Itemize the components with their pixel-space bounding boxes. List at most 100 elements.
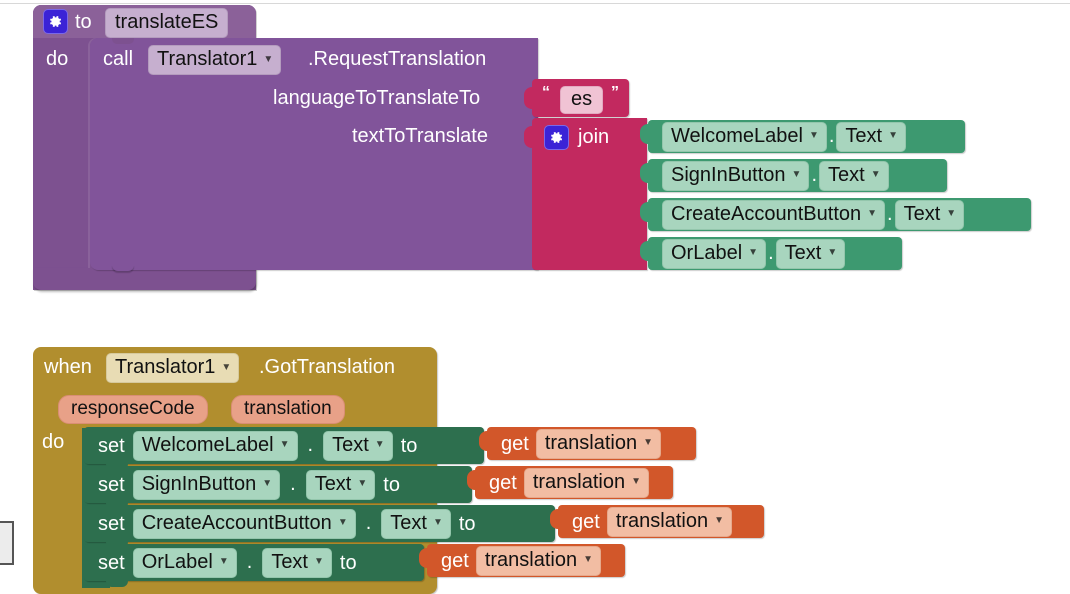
- get-variable-dropdown[interactable]: translation ▼: [606, 506, 732, 537]
- procedure-name-field[interactable]: translateES: [105, 8, 229, 38]
- set-property-dropdown[interactable]: Text ▼: [262, 547, 332, 578]
- set-dot: .: [290, 473, 296, 495]
- chevron-down-icon: ▼: [262, 478, 273, 489]
- left-panel-edge[interactable]: [0, 521, 14, 565]
- chevron-down-icon: ▼: [643, 437, 653, 448]
- arg-label-languageToTranslateTo: languageToTranslateTo: [273, 87, 481, 109]
- variable-getter-block[interactable]: get translation ▼: [475, 466, 673, 499]
- set-to-label: to: [400, 434, 418, 457]
- getter-property-dropdown[interactable]: Text ▼: [775, 238, 846, 269]
- component-getter-block[interactable]: OrLabel ▼ . Text ▼: [648, 237, 902, 270]
- event-param-translation[interactable]: translation: [231, 395, 345, 424]
- component-getter-block[interactable]: CreateAccountButton ▼ . Text ▼: [648, 198, 1031, 231]
- arg-label-textToTranslate: textToTranslate: [352, 125, 488, 147]
- set-property-block[interactable]: set SignInButton ▼ . Text ▼ to: [84, 466, 472, 503]
- chevron-down-icon: ▼: [827, 247, 838, 258]
- set-property-name: Text: [390, 511, 427, 534]
- set-component-dropdown[interactable]: SignInButton ▼: [132, 469, 281, 500]
- set-component-name: OrLabel: [141, 550, 213, 573]
- getter-component-dropdown[interactable]: WelcomeLabel ▼: [662, 121, 827, 152]
- getter-property-name: Text: [828, 163, 865, 186]
- chevron-down-icon: ▼: [808, 130, 819, 141]
- getter-component-dropdown[interactable]: OrLabel ▼: [662, 238, 767, 269]
- get-variable-dropdown[interactable]: translation ▼: [475, 545, 601, 576]
- event-when-label: when: [44, 356, 92, 378]
- canvas-top-divider: [0, 3, 1070, 4]
- get-label: get: [489, 471, 517, 494]
- chevron-down-icon: ▼: [357, 478, 368, 489]
- set-to-label: to: [339, 551, 357, 574]
- call-label: call: [103, 48, 134, 70]
- get-label: get: [572, 510, 600, 533]
- set-label: set: [98, 434, 125, 457]
- set-property-block[interactable]: set CreateAccountButton ▼ . Text ▼ to: [84, 505, 555, 542]
- variable-getter-block[interactable]: get translation ▼: [487, 427, 696, 460]
- getter-dot: .: [887, 203, 893, 225]
- set-property-name: Text: [314, 472, 352, 495]
- getter-component-name: CreateAccountButton: [671, 202, 862, 225]
- join-label: join: [578, 126, 610, 148]
- chevron-down-icon: ▼: [218, 556, 229, 567]
- text-string-block[interactable]: “ es ”: [532, 79, 629, 117]
- chevron-down-icon: ▼: [279, 439, 290, 450]
- getter-component-name: WelcomeLabel: [671, 124, 803, 147]
- set-property-block[interactable]: set OrLabel ▼ . Text ▼ to: [84, 544, 424, 581]
- getter-property-name: Text: [903, 202, 941, 225]
- getter-property-dropdown[interactable]: Text ▼: [836, 121, 906, 152]
- procedure-do-label: do: [46, 48, 69, 70]
- chevron-down-icon: ▼: [946, 208, 957, 219]
- get-variable-dropdown[interactable]: translation ▼: [535, 428, 661, 459]
- set-property-name: Text: [271, 550, 308, 573]
- text-string-value[interactable]: es: [560, 86, 604, 114]
- set-component-name: SignInButton: [141, 472, 257, 495]
- set-component-dropdown[interactable]: WelcomeLabel ▼: [132, 430, 298, 461]
- get-label: get: [501, 432, 529, 455]
- chevron-down-icon: ▼: [374, 439, 385, 450]
- variable-getter-block[interactable]: get translation ▼: [558, 505, 764, 538]
- open-quote-icon: “: [542, 84, 550, 101]
- call-component-dropdown[interactable]: Translator1 ▼: [148, 45, 282, 75]
- get-variable-name: translation: [532, 470, 626, 493]
- event-param-responsecode[interactable]: responseCode: [58, 395, 208, 424]
- set-component-dropdown[interactable]: OrLabel ▼: [132, 547, 237, 578]
- set-property-dropdown[interactable]: Text ▼: [381, 508, 451, 539]
- set-property-dropdown[interactable]: Text ▼: [323, 430, 393, 461]
- getter-component-name: OrLabel: [671, 241, 743, 264]
- get-variable-name: translation: [484, 548, 578, 571]
- variable-getter-block[interactable]: get translation ▼: [427, 544, 625, 577]
- chevron-down-icon: ▼: [867, 208, 878, 219]
- set-dot: .: [365, 512, 372, 534]
- event-name: .GotTranslation: [259, 356, 395, 378]
- set-component-dropdown[interactable]: CreateAccountButton ▼: [132, 508, 356, 539]
- getter-property-name: Text: [784, 241, 822, 264]
- getter-property-dropdown[interactable]: Text ▼: [894, 199, 965, 230]
- chevron-down-icon: ▼: [714, 515, 724, 526]
- set-to-label: to: [458, 512, 476, 535]
- component-getter-block[interactable]: SignInButton ▼ . Text ▼: [648, 159, 947, 192]
- gear-icon[interactable]: [544, 125, 569, 150]
- component-getter-block[interactable]: WelcomeLabel ▼ . Text ▼: [648, 120, 965, 153]
- getter-component-dropdown[interactable]: CreateAccountButton ▼: [662, 199, 886, 230]
- chevron-down-icon: ▼: [263, 53, 274, 65]
- event-do-label: do: [42, 431, 65, 453]
- getter-property-dropdown[interactable]: Text ▼: [819, 160, 889, 191]
- call-method-name: .RequestTranslation: [308, 48, 487, 70]
- set-property-block[interactable]: set WelcomeLabel ▼ . Text ▼ to: [84, 427, 484, 464]
- getter-dot: .: [828, 125, 835, 147]
- chevron-down-icon: ▼: [631, 476, 641, 487]
- get-variable-name: translation: [544, 431, 638, 454]
- procedure-to-label: to: [75, 11, 92, 33]
- get-variable-dropdown[interactable]: translation ▼: [523, 467, 649, 498]
- getter-component-dropdown[interactable]: SignInButton ▼: [662, 160, 810, 191]
- call-method-block[interactable]: [90, 38, 538, 270]
- set-dot: .: [246, 551, 253, 573]
- set-component-name: CreateAccountButton: [141, 511, 332, 534]
- chevron-down-icon: ▼: [888, 130, 898, 141]
- set-label: set: [98, 473, 125, 496]
- set-label: set: [98, 551, 125, 574]
- set-property-dropdown[interactable]: Text ▼: [305, 469, 376, 500]
- event-component-dropdown[interactable]: Translator1 ▼: [106, 353, 240, 383]
- gear-icon[interactable]: [43, 9, 68, 34]
- set-component-name: WelcomeLabel: [141, 433, 274, 456]
